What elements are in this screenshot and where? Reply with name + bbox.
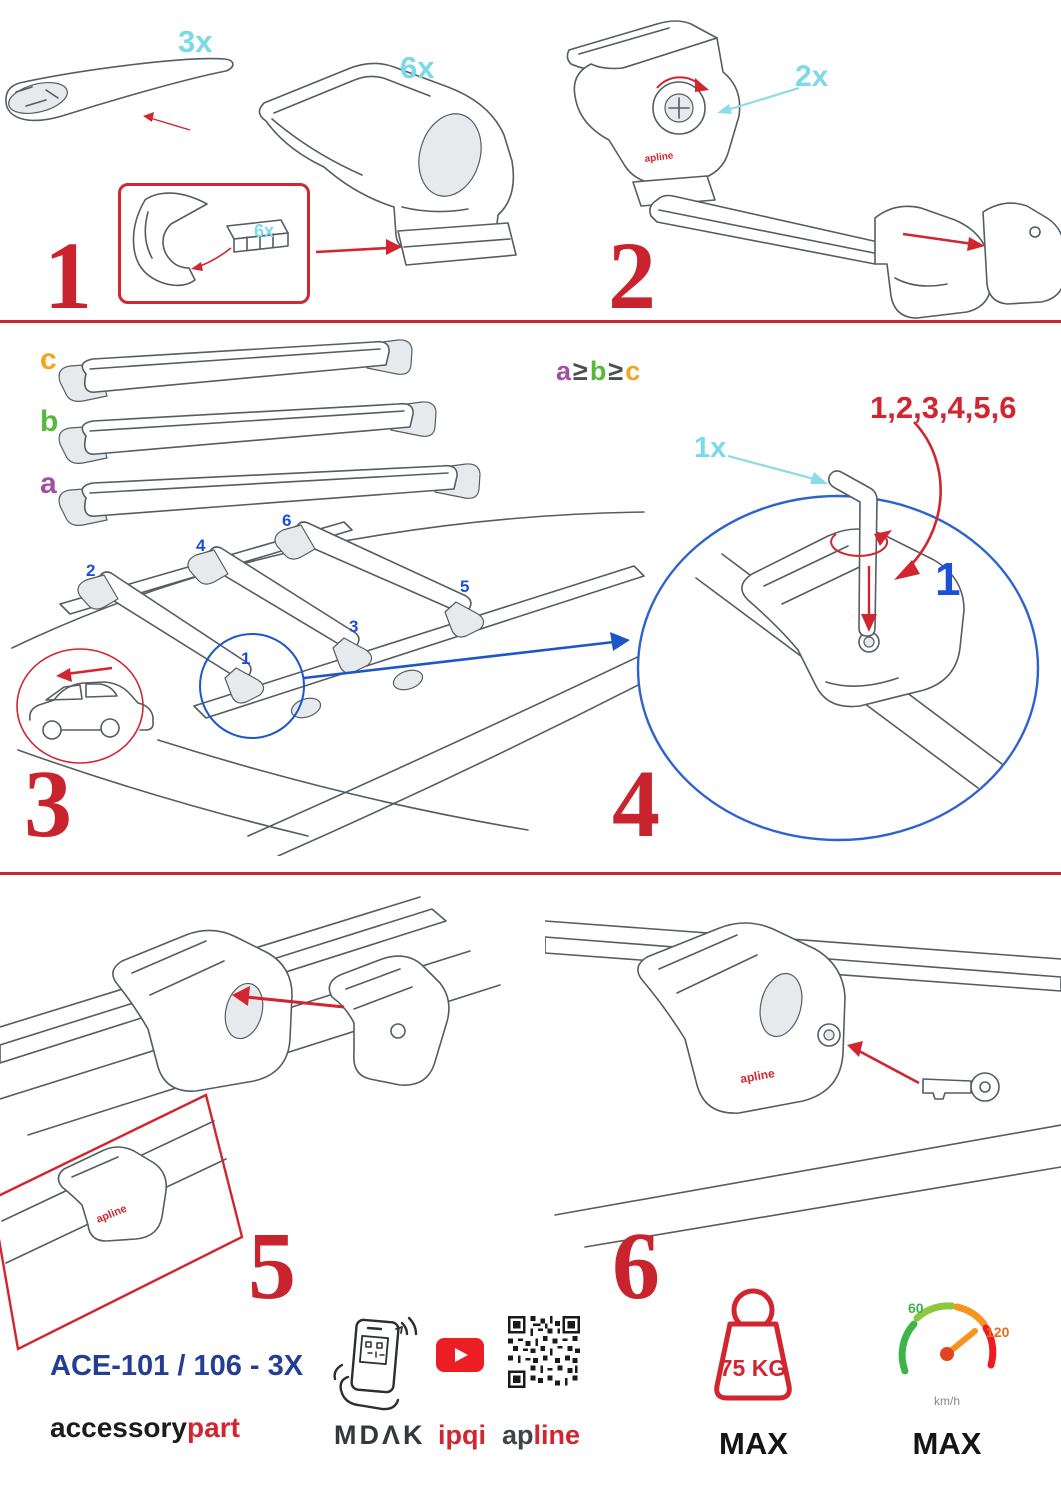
car-roof-drawing: [11, 511, 649, 857]
clamp-knob-drawing: apline: [566, 20, 741, 207]
brand-wordmark: accessorypart: [50, 1414, 240, 1442]
panel-inset-drawing: apline: [0, 1093, 244, 1351]
apline-logo: apline: [502, 1422, 580, 1449]
tighten-sequence: 1,2,3,4,5,6: [870, 390, 1017, 425]
max-speed-gauge-icon: 60 120 km/h: [898, 1300, 1010, 1408]
size-rule: a ≥ b ≥ c: [556, 358, 640, 385]
crossbar-b-drawing: [58, 401, 437, 464]
weight-max-label: MAX: [719, 1426, 788, 1461]
speed-low-label: 60: [908, 1300, 924, 1316]
step-1-number: 1: [44, 222, 92, 329]
weight-value: 75 KG: [720, 1355, 786, 1381]
rule-a: a: [556, 356, 572, 386]
cover-attach-drawing: [112, 929, 450, 1092]
bar-sizes-drawing: [58, 339, 481, 526]
step-6-number: 6: [612, 1212, 660, 1319]
bar-label-c: c: [40, 343, 57, 376]
speed-high-label: 120: [986, 1324, 1010, 1340]
car-direction-inset: [16, 648, 154, 764]
youtube-icon: [436, 1338, 484, 1372]
pad-detail-box: [118, 183, 310, 304]
zoom-pointer-arrow: [303, 640, 615, 680]
pad-to-foot-arrow: [315, 246, 389, 254]
bar-label-a: a: [40, 467, 57, 500]
foot-drawing: [258, 62, 517, 266]
position-5: 5: [460, 577, 470, 596]
position-4: 4: [196, 536, 206, 555]
step-4-number: 4: [612, 750, 660, 857]
ipqi-logo: ipqi: [438, 1420, 486, 1450]
bar-into-clamp-drawing: [649, 194, 1061, 319]
rule-gte-1: ≥: [573, 356, 588, 386]
apline-foot-logo: apline: [739, 1066, 776, 1086]
phone-qr-scan-icon: [333, 1316, 418, 1411]
locked-foot-drawing: apline: [637, 922, 846, 1114]
speed-max-label: MAX: [912, 1426, 982, 1461]
position-1: 1: [241, 649, 251, 668]
apline-red: line: [533, 1420, 581, 1450]
crossbar-a-drawing: [58, 463, 481, 526]
brand-black: accessory: [50, 1412, 188, 1443]
qty-label-tool: 1x: [694, 432, 727, 464]
bar-label-b: b: [40, 405, 59, 438]
qr-code-icon: [508, 1316, 580, 1388]
rule-b: b: [589, 356, 607, 386]
allen-key-drawing: [828, 470, 878, 637]
step-3-number: 3: [24, 750, 72, 857]
mdak-logo: MDΛK: [334, 1420, 426, 1450]
crossbar-drawing: [5, 57, 234, 131]
position-2: 2: [86, 561, 96, 580]
qty-label-clamp: 2x: [795, 60, 829, 93]
step6-drawing: apline: [545, 920, 1061, 1248]
rule-c: c: [625, 356, 641, 386]
first-position-number: 1: [935, 553, 961, 605]
rule-gte-2: ≥: [608, 356, 624, 386]
tool-pointer-arrow: [727, 454, 819, 482]
crossbar-c-drawing: [58, 339, 413, 402]
step-2-number: 2: [608, 222, 656, 329]
step5-drawing: apline: [0, 896, 501, 1351]
speed-unit-label: km/h: [934, 1394, 960, 1408]
roof-scene: 2 4 6 1 3 5: [8, 500, 649, 857]
step1-drawing: [5, 57, 517, 266]
key-insert-arrow: [858, 1049, 920, 1085]
step2-drawing: apline: [566, 20, 1061, 319]
model-code: ACE-101 / 106 - 3X: [50, 1350, 304, 1382]
pad-detail-drawing: [132, 192, 289, 287]
apline-foot-logo: apline: [644, 150, 674, 164]
position-3: 3: [349, 617, 359, 636]
key-drawing: [922, 1072, 1000, 1102]
qty-label-foot: 6x: [400, 50, 435, 85]
section-divider-1: [0, 320, 1061, 323]
highlight-circle: [199, 633, 305, 739]
max-weight-icon: 75 KG: [714, 1288, 792, 1401]
step-5-number: 5: [248, 1212, 296, 1319]
qty-label-pad: 6x: [254, 221, 275, 241]
step4-drawing: [636, 421, 1040, 842]
qty-pointer-arrow: [726, 86, 800, 112]
apline-dark: ap: [502, 1420, 534, 1450]
position-6: 6: [282, 511, 292, 530]
sequence-arrow: [903, 421, 942, 573]
section-divider-2: [0, 872, 1061, 875]
qty-label-bar: 3x: [178, 24, 213, 59]
brand-red: part: [187, 1412, 240, 1443]
